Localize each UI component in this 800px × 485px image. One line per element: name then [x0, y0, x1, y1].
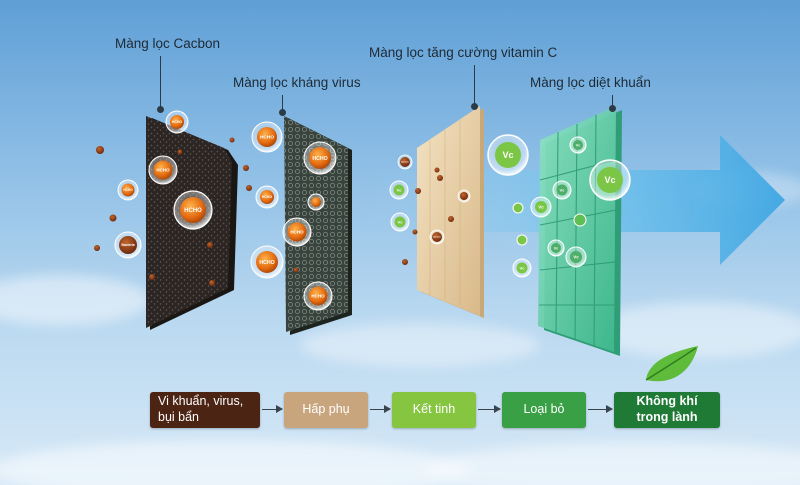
svg-text:Bacteria: Bacteria	[433, 236, 441, 239]
label-antibacterial-filter: Màng lọc diệt khuẩn	[530, 75, 651, 90]
svg-text:HCHO: HCHO	[156, 168, 170, 173]
svg-text:Vc: Vc	[604, 175, 615, 185]
step-arrow-4	[588, 405, 613, 413]
leaf-icon	[645, 346, 698, 382]
bacteria-particles: Bacteria Bacteria Bacteria	[114, 154, 471, 259]
svg-text:Vc: Vc	[573, 255, 579, 260]
svg-text:HCHO: HCHO	[172, 120, 183, 124]
svg-text:Vc: Vc	[576, 143, 580, 147]
step-contaminants: Vi khuẩn, virus,bụi bẩn	[150, 392, 260, 428]
svg-text:HCHO: HCHO	[260, 135, 274, 141]
leader-carbon	[157, 56, 164, 113]
svg-text:Vc: Vc	[538, 205, 544, 210]
svg-text:Vc: Vc	[554, 246, 558, 250]
leader-vitamin	[471, 65, 478, 110]
step-arrow-1	[262, 405, 283, 413]
vitamin-c-bubbles: Vc Vc Vc Vc Vc Vc Vc Vc Vc Vc	[389, 134, 631, 278]
step-arrow-2	[370, 405, 391, 413]
svg-text:HCHO: HCHO	[123, 188, 133, 192]
svg-text:Vc: Vc	[502, 150, 513, 160]
label-antivirus-filter: Màng lọc kháng virus	[233, 75, 361, 90]
step-arrow-3	[478, 405, 501, 413]
step-crystallization: Kết tinh	[392, 392, 476, 428]
svg-text:Vc: Vc	[398, 219, 404, 224]
clouds	[0, 172, 800, 485]
vitamin-c-filter	[417, 106, 484, 318]
svg-text:HCHO: HCHO	[262, 195, 273, 199]
step-adsorption: Hấp phụ	[284, 392, 368, 428]
svg-text:Bacteria: Bacteria	[121, 243, 134, 247]
svg-text:Vc: Vc	[397, 187, 403, 192]
step-removal: Loại bỏ	[502, 392, 586, 428]
hcho-label: HCHO	[184, 208, 202, 214]
hcho-molecules: HCHO HCHO HCHO HCHO HCHO HCHO HCHO HCHO …	[117, 110, 337, 311]
svg-text:Vc: Vc	[520, 265, 526, 270]
label-carbon-filter: Màng lọc Cacbon	[115, 36, 221, 51]
svg-text:Vc: Vc	[560, 187, 566, 192]
svg-text:Bacteria: Bacteria	[401, 161, 409, 164]
svg-text:HCHO: HCHO	[311, 294, 325, 299]
leader-antivirus	[279, 95, 286, 116]
label-vitamin-c-filter: Màng lọc tăng cường vitamin C	[369, 45, 558, 60]
svg-text:HCHO: HCHO	[259, 260, 274, 266]
leader-antibacterial	[609, 95, 616, 112]
svg-text:HCHO: HCHO	[312, 156, 327, 162]
antivirus-filter	[284, 116, 352, 335]
dust-particles	[94, 137, 454, 286]
svg-text:HCHO: HCHO	[290, 230, 304, 235]
